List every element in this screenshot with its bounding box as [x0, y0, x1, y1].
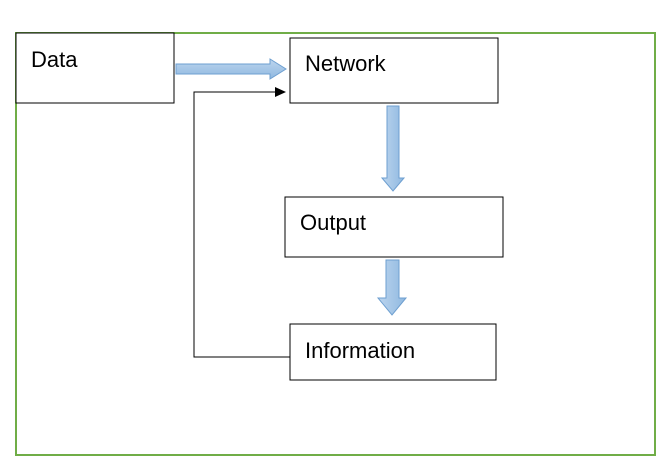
arrow-network-to-output	[380, 105, 406, 192]
outer-frame	[15, 32, 656, 456]
arrow-output-to-information	[376, 259, 408, 316]
node-network: Network	[289, 37, 499, 104]
node-output: Output	[284, 196, 504, 258]
feedback-arrowhead-icon	[275, 87, 286, 97]
feedback-line-information-to-network	[193, 91, 290, 358]
arrow-data-to-network	[175, 58, 287, 80]
node-network-label: Network	[305, 51, 387, 76]
node-information: Information	[289, 323, 497, 381]
node-information-label: Information	[305, 338, 415, 363]
node-data-label: Data	[31, 47, 78, 72]
node-network-box	[289, 37, 499, 104]
node-output-label: Output	[300, 210, 366, 235]
node-output-box	[284, 196, 504, 258]
node-data-box	[15, 32, 175, 104]
node-data: Data	[15, 32, 175, 104]
node-information-box	[289, 323, 497, 381]
